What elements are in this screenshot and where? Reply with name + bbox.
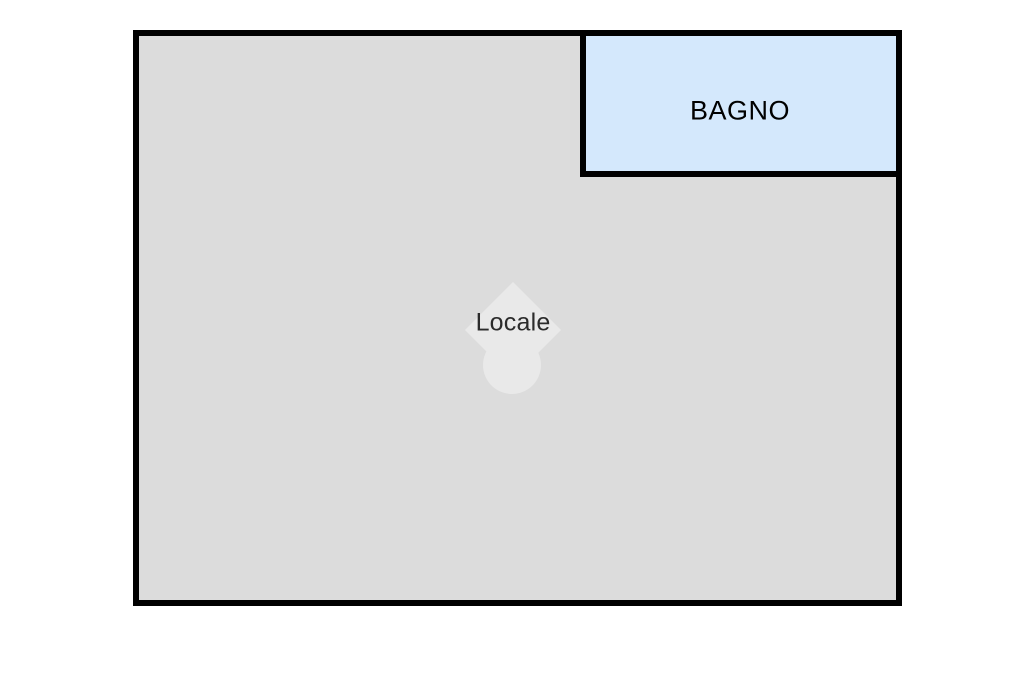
room-shape-bagno[interactable] [583, 33, 899, 174]
watermark-circle-icon [483, 336, 541, 394]
watermark-group [465, 282, 561, 394]
room-label-bagno: BAGNO [689, 95, 791, 126]
wall-outer-perimeter [133, 30, 902, 606]
room-label-locale: Locale [475, 308, 551, 337]
